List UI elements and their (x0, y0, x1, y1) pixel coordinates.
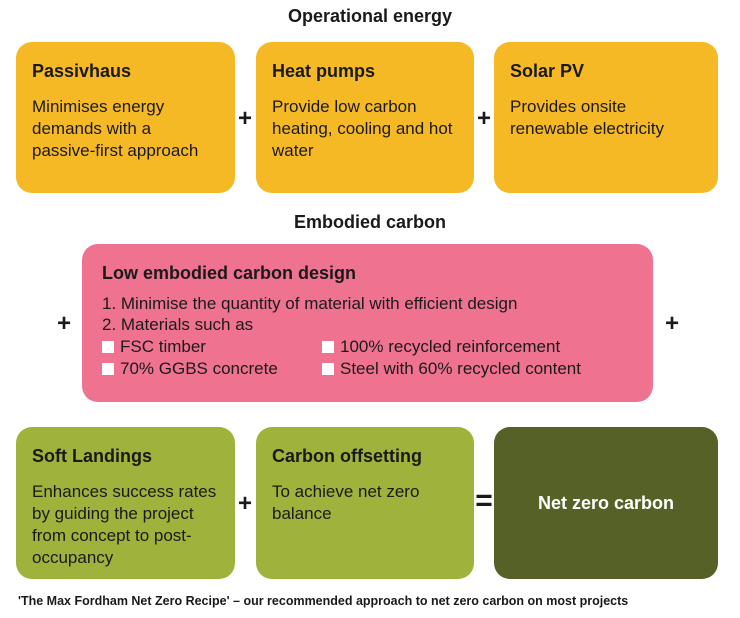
plus-sign: + (664, 310, 679, 337)
soft-landings-card: Soft Landings Enhances success rates by … (16, 427, 235, 579)
materials-point: 2. Materials such as (102, 315, 254, 334)
material-label: 100% recycled reinforcement (340, 337, 561, 356)
material-label: Steel with 60% recycled content (340, 359, 581, 378)
solar-pv-title: Solar PV (510, 61, 585, 81)
passivhaus-title: Passivhaus (32, 61, 132, 81)
carbon-offsetting-card: Carbon offsetting To achieve net zero ba… (256, 427, 474, 579)
operational-energy-heading: Operational energy (287, 6, 453, 26)
carbon-offsetting-body: To achieve net zero balance (272, 482, 420, 523)
solar-pv-card: Solar PV Provides onsite renewable elect… (494, 42, 718, 193)
equals-sign: = (475, 484, 493, 517)
checkbox-icon (102, 340, 114, 353)
figure-caption: 'The Max Fordham Net Zero Recipe' – our … (18, 594, 629, 608)
checkbox-icon (102, 362, 114, 375)
heat-pumps-body: Provide low carbon heating, cooling and … (272, 97, 453, 160)
net-zero-carbon-card: Net zero carbon (494, 427, 718, 579)
low-embodied-carbon-title: Low embodied carbon design (102, 263, 357, 283)
material-item: 70% GGBS concrete (102, 358, 322, 379)
plus-sign: + (237, 490, 252, 517)
material-label: 70% GGBS concrete (120, 359, 278, 378)
passivhaus-body: Minimises energy demands with a passive-… (32, 97, 199, 160)
embodied-carbon-heading: Embodied carbon (293, 212, 446, 232)
heat-pumps-title: Heat pumps (272, 61, 376, 81)
plus-sign: + (56, 310, 71, 337)
materials-list: FSC timber 100% recycled reinforcement 7… (102, 336, 633, 379)
passivhaus-card: Passivhaus Minimises energy demands with… (16, 42, 235, 193)
checkbox-icon (322, 340, 334, 353)
material-item: 100% recycled reinforcement (322, 336, 622, 357)
plus-sign: + (476, 105, 491, 132)
solar-pv-body: Provides onsite renewable electricity (510, 97, 665, 138)
efficient-design-point: 1. Minimise the quantity of material wit… (102, 294, 518, 313)
material-item: FSC timber (102, 336, 322, 357)
material-label: FSC timber (120, 337, 206, 356)
carbon-offsetting-title: Carbon offsetting (272, 446, 422, 466)
net-zero-carbon-label: Net zero carbon (537, 492, 675, 513)
soft-landings-body: Enhances success rates by guiding the pr… (32, 482, 217, 567)
checkbox-icon (322, 362, 334, 375)
plus-sign: + (237, 105, 252, 132)
heat-pumps-card: Heat pumps Provide low carbon heating, c… (256, 42, 474, 193)
material-item: Steel with 60% recycled content (322, 358, 622, 379)
low-embodied-carbon-card: Low embodied carbon design 1. Minimise t… (82, 244, 653, 402)
soft-landings-title: Soft Landings (32, 446, 152, 466)
